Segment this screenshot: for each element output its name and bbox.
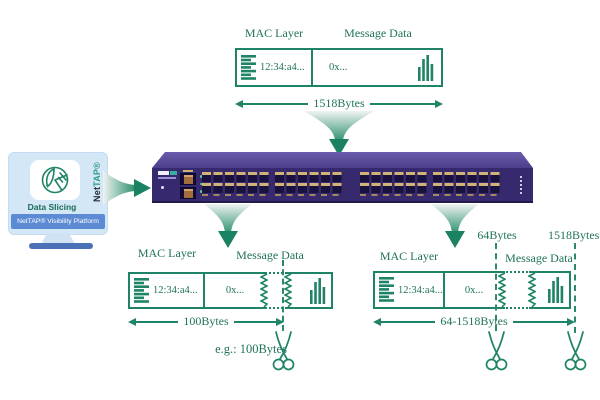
cut-line — [282, 260, 284, 331]
arrowhead-right-icon — [567, 318, 575, 326]
switch-front-panel — [152, 168, 533, 203]
size-label: 1518Bytes — [313, 95, 365, 110]
message-data-label: Message Data — [505, 251, 573, 265]
mac-field: 12:34:a4... — [128, 272, 205, 309]
payload-value: 0x... — [329, 62, 348, 73]
pie-slices-icon — [41, 166, 69, 194]
message-data-label: Message Data — [344, 26, 412, 40]
mac-layer-label: MAC Layer — [137, 246, 197, 260]
torn-edge-icon — [498, 273, 506, 307]
cut-min-label: 64Bytes — [477, 228, 517, 242]
arrowhead-right-icon — [435, 100, 443, 108]
status-leds — [200, 175, 203, 197]
torn-edge-icon — [528, 273, 536, 307]
flow-arrow-down-icon — [204, 204, 252, 248]
arrowhead-left-icon — [128, 318, 136, 326]
packet-frame-original: 12:34:a4... 0x... — [235, 48, 443, 87]
arrowhead-right-icon — [276, 318, 284, 326]
monitor-base — [29, 243, 93, 249]
cut-line — [495, 243, 497, 331]
brand-tap: TAP® — [92, 162, 102, 187]
cut-line — [574, 243, 576, 333]
address-rows-icon — [241, 54, 256, 80]
mac-address-value: 12:34:a4... — [398, 284, 443, 296]
size-label: 100Bytes — [183, 313, 229, 328]
packet-frame-sliced-fixed: 12:34:a4... 0x... — [128, 272, 335, 309]
mac-address-value: 12:34:a4... — [260, 62, 305, 73]
cut-max-label: 1518Bytes — [548, 228, 600, 242]
example-label: e.g.: 100Bytes — [215, 342, 287, 356]
mgt-label — [183, 170, 193, 172]
sfp-port-bank — [433, 172, 502, 198]
size-label: 64-1518Bytes — [440, 313, 508, 328]
message-data-label: Message Data — [236, 248, 304, 262]
scissors-icon — [485, 331, 508, 371]
fragment-segment — [284, 272, 333, 309]
byte-size-arrow: 1518Bytes — [235, 95, 443, 111]
gap-segment — [503, 271, 531, 309]
rj45-port — [180, 173, 196, 185]
arrowhead-left-icon — [235, 100, 243, 108]
mac-layer-label: MAC Layer — [244, 26, 304, 40]
payload-value: 0x... — [225, 285, 245, 296]
sfp-port-bank — [202, 172, 271, 198]
address-rows-icon — [134, 277, 149, 303]
switch-model-text — [158, 177, 176, 179]
payload-field: 0x... — [205, 272, 268, 309]
mac-address-value: 12:34:a4... — [153, 285, 198, 296]
address-rows-icon — [379, 277, 394, 302]
scissors-icon — [272, 331, 295, 371]
flow-arrow-right-icon — [103, 171, 151, 205]
mac-field: 12:34:a4... — [373, 271, 445, 309]
mac-layer-label: MAC Layer — [379, 249, 439, 263]
packet-frame-sliced-range: 12:34:a4... 0x... — [373, 271, 575, 309]
flow-arrow-down-icon — [304, 111, 374, 156]
monitor-stand — [41, 233, 75, 244]
fragment-segment — [528, 271, 571, 309]
monitor: Data Slicing NetTAP® NetTAP® Visibility … — [8, 152, 108, 235]
side-label-text — [520, 176, 522, 194]
byte-size-arrow: 100Bytes — [128, 313, 284, 329]
data-slicing-label: Data Slicing — [27, 202, 77, 212]
byte-size-arrow: 64-1518Bytes — [373, 313, 575, 329]
data-slicing-icon-frame — [30, 160, 80, 200]
payload-value: 0x... — [464, 284, 484, 296]
mac-field: 12:34:a4... — [235, 48, 313, 87]
torn-edge-icon — [284, 274, 292, 307]
nettap-vertical-brand: NetTAP® — [92, 152, 102, 212]
platform-banner: NetTAP® Visibility Platform — [11, 214, 105, 229]
signal-bars-icon — [548, 277, 564, 303]
scissors-icon — [564, 331, 587, 371]
sfp-port-bank — [360, 172, 429, 198]
signal-bars-icon — [418, 55, 434, 81]
arrowhead-left-icon — [373, 318, 381, 326]
brand-net: Net — [92, 186, 102, 202]
rj45-port — [180, 187, 196, 199]
signal-bars-icon — [310, 277, 326, 304]
power-led — [161, 186, 164, 189]
switch-logo — [158, 171, 169, 175]
payload-field: 0x... — [313, 48, 443, 87]
payload-field: 0x... — [445, 271, 506, 309]
gap-segment — [265, 272, 287, 309]
flow-arrow-down-icon — [431, 204, 479, 248]
torn-edge-icon — [260, 274, 268, 307]
switch-top-panel — [152, 152, 533, 168]
sfp-port-bank — [275, 172, 344, 198]
switch-logo-accent — [170, 171, 177, 175]
